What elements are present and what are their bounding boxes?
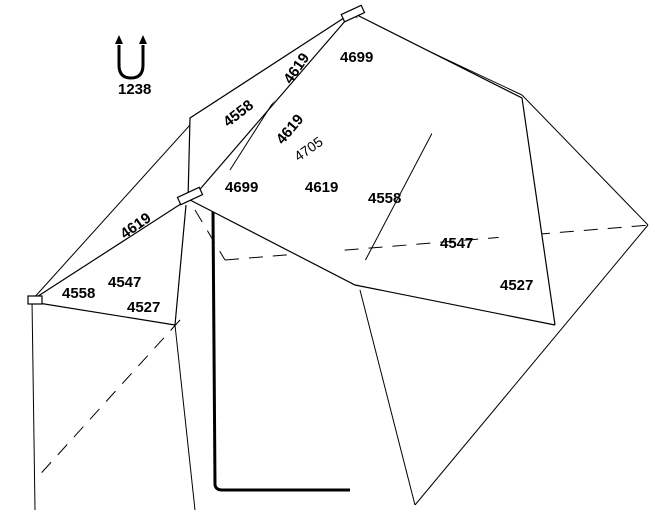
label-center-ridge: 4619 (305, 179, 338, 196)
center-pipe (211, 211, 350, 492)
label-front-leg: 4527 (127, 299, 160, 316)
label-right-leg: 4527 (500, 277, 533, 294)
u-clip-icon (115, 35, 147, 80)
frame-poles (27, 4, 556, 326)
label-1238: 1238 (118, 81, 151, 98)
label-right-rafter: 4558 (368, 190, 401, 207)
label-front-corner: 4699 (225, 179, 258, 196)
label-front-rafter: 4619 (117, 210, 154, 243)
label-top-corner: 4699 (340, 49, 373, 66)
label-front-eave: 4547 (108, 274, 141, 291)
label-center-pole: 4705 (291, 133, 326, 164)
label-right-eave: 4547 (440, 235, 473, 252)
label-front-lower-rafter: 4558 (62, 285, 95, 302)
